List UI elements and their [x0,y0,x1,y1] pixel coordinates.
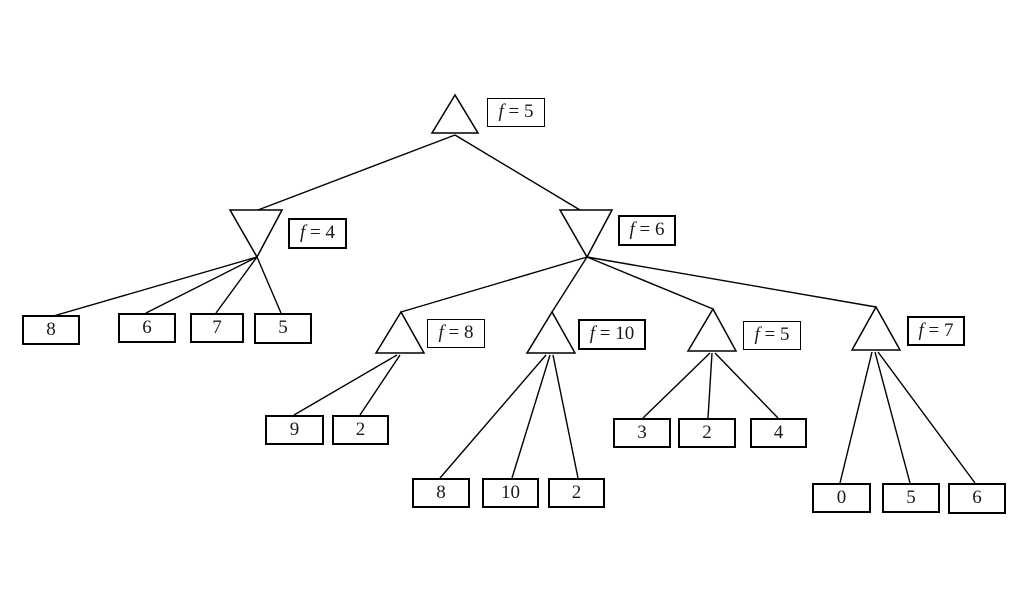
edge [293,354,398,416]
leaf-value-box: 9 [265,415,324,445]
f-label-max-2: f = 10 [578,319,646,350]
f-label-min-right: f = 6 [618,215,676,246]
leaf-value-box: 5 [882,483,940,513]
edge [877,351,976,484]
edge [145,256,258,314]
leaf-value-box: 6 [118,313,176,343]
f-label-max-1: f = 8 [427,319,485,348]
f-label-root: f = 5 [487,98,545,127]
edge [551,256,588,313]
edge [586,256,714,310]
leaf-value-box: 5 [254,313,312,344]
edge [359,354,401,416]
leaf-value-box: 8 [22,315,80,345]
edge [874,351,911,484]
edge [511,354,551,479]
leaf-value-box: 2 [548,478,605,508]
f-label-max-3: f = 5 [743,321,801,350]
leaf-value-box: 3 [613,418,671,448]
edge [215,256,258,314]
leaf-value-box: 0 [812,483,871,513]
edge [439,354,547,479]
max-triangle-1 [374,310,426,354]
edge [454,134,581,211]
edge [707,352,713,419]
leaf-value-box: 2 [678,418,736,448]
edge [642,352,711,419]
max-triangle-2 [525,310,577,354]
edge [714,352,779,419]
min-triangle-right [558,209,614,259]
edge [839,351,873,484]
edge [257,134,456,211]
edge [49,256,258,318]
f-label-max-4: f = 7 [907,316,965,346]
edge [586,256,877,308]
leaf-value-box: 10 [482,478,539,508]
max-triangle-4 [850,305,902,351]
leaf-value-box: 8 [412,478,470,508]
leaf-value-box: 4 [750,418,807,448]
edge [400,256,588,313]
edge [552,354,579,479]
min-triangle-left [228,209,284,259]
max-triangle-3 [686,307,738,352]
f-label-min-left: f = 4 [288,218,347,249]
leaf-value-box: 7 [190,313,244,343]
edge [256,256,282,314]
leaf-value-box: 2 [332,415,389,445]
max-triangle-root [430,93,480,134]
leaf-value-box: 6 [948,483,1006,514]
